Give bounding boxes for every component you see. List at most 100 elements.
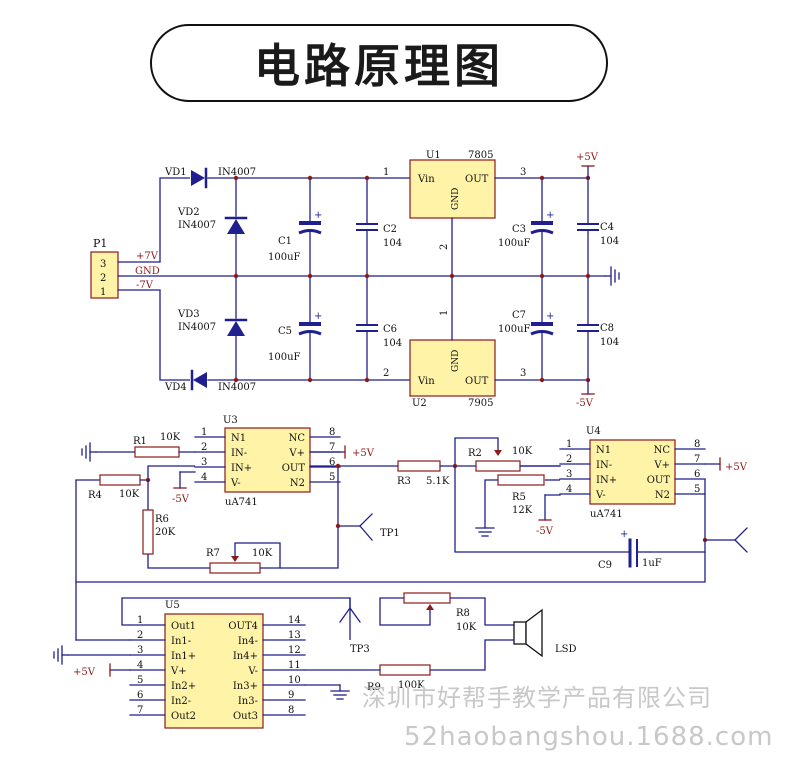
quad-u5-pin-6: 6 (137, 690, 143, 701)
cap-c5-plate-pos (299, 322, 321, 326)
opamp-u4-pin-3: 3 (566, 469, 572, 480)
junction-dot (335, 463, 341, 469)
resistor-r1 (134, 446, 180, 458)
cap-c1-plate-pos (299, 221, 321, 225)
regulator-u2-pin2: 2 (383, 368, 389, 379)
regulator-u2-vin: Vin (417, 376, 435, 387)
cap-c5-ref: C5 (278, 326, 292, 337)
diode-vd1-ref: VD1 (164, 167, 187, 178)
cap-c9-plus: + (620, 529, 628, 540)
opamp-u3-pin-8: 8 (329, 427, 335, 438)
wire-top-left (159, 177, 190, 262)
u4-supply-neg: -5V (536, 526, 554, 537)
resistor-r3-ref: R3 (397, 476, 411, 487)
tp2-leg2 (734, 539, 748, 553)
regulator-u1-pin2: 2 (439, 244, 450, 250)
resistor-r3 (397, 460, 441, 472)
quad-u5-pin-1: 1 (137, 615, 143, 626)
wire-r7-wiper (234, 542, 281, 569)
opamp-u3-part: uA741 (225, 497, 258, 508)
net-minus7: -7V (136, 280, 154, 291)
quad-u5-pin-13: 13 (288, 630, 301, 641)
cap-c1-ref: C1 (278, 236, 292, 247)
diode-vd1-body (191, 170, 205, 186)
quad-u5-pinname-11: V- (247, 666, 258, 677)
quad-u5-pinname-13: In4- (238, 636, 258, 647)
speaker-body (513, 621, 527, 645)
title-box: 电路原理图 (150, 24, 608, 102)
opamp-u4-ref: U4 (586, 426, 601, 437)
junction-dot (585, 273, 591, 279)
regulator-u1-pin1: 1 (383, 167, 389, 178)
quad-u5-pin-9: 9 (288, 690, 294, 701)
resistor-r5-value: 12K (512, 505, 533, 516)
opamp-u4 (589, 439, 676, 505)
quad-opamp-u5 (164, 613, 264, 729)
u3-supply-pos: +5V (352, 448, 375, 459)
cap-c5-plate-neg (298, 330, 322, 336)
resistor-r2-ref: R2 (468, 448, 482, 459)
resistor-r6-ref: R6 (155, 514, 169, 525)
wire-r8-speaker (450, 597, 514, 626)
speaker-cone (525, 608, 543, 658)
junction-dot (364, 273, 370, 279)
opamp-u4-pin-1: 1 (566, 439, 572, 450)
resistor-r8-ref: R8 (456, 608, 470, 619)
regulator-u1-vin: Vin (417, 174, 435, 185)
opamp-u3-pinname-4: V- (230, 478, 241, 489)
connector-p1-pin-2: 2 (100, 273, 106, 284)
quad-u5-pinname-12: In4+ (233, 651, 258, 662)
cap-c4-ref: C4 (600, 222, 614, 233)
net-plus7: +7V (136, 251, 159, 262)
opamp-u3-pinname-1: N1 (231, 433, 246, 444)
cap-c1-value: 100uF (268, 252, 301, 263)
resistor-r6 (142, 509, 154, 555)
cap-c1-plate-neg (298, 229, 322, 235)
junction-dot (307, 273, 313, 279)
resistor-r2 (475, 460, 521, 472)
opamp-u4-pinname-2: IN- (596, 460, 612, 471)
quad-u5-pin-8: 8 (288, 705, 294, 716)
opamp-u4-pin-5: 5 (694, 484, 700, 495)
diode-vd2-body (227, 219, 245, 234)
resistor-r8-wiper-arrow (426, 604, 434, 610)
quad-u5-pin-2: 2 (137, 630, 143, 641)
resistor-r3-value: 5.1K (426, 476, 450, 487)
junction-dot (364, 377, 370, 383)
cap-c6-ref: C6 (383, 324, 397, 335)
cap-c4-value: 104 (600, 236, 619, 247)
diode-vd4-body (193, 372, 207, 388)
tp1-leg2 (359, 525, 373, 541)
opamp-u3-pinname-3: IN+ (231, 463, 252, 474)
resistor-r7-value: 10K (252, 548, 273, 559)
tp1-leg1 (359, 513, 373, 527)
wire-speaker-bottom (430, 639, 514, 671)
opamp-u3-pin-1: 1 (201, 427, 207, 438)
resistor-r9-value: 100K (398, 680, 425, 691)
quad-u5-pin-11: 11 (288, 660, 301, 671)
diode-vd3-body (227, 321, 245, 336)
resistor-r2-wiper-arrow (494, 450, 502, 456)
quad-u5-pin-7: 7 (137, 705, 143, 716)
wire-r5-gnd (484, 479, 498, 522)
resistor-r2-value: 10K (512, 446, 533, 457)
net-gnd: GND (135, 266, 160, 277)
cap-c2-ref: C2 (383, 224, 397, 235)
quad-opamp-u5-ref: U5 (165, 600, 180, 611)
quad-u5-pinname-5: In2+ (171, 681, 196, 692)
quad-u5-pin-10: 10 (288, 675, 301, 686)
resistor-r1-ref: R1 (133, 436, 147, 447)
cap-c7-plus: + (546, 311, 554, 322)
wire-r2-wiper (454, 437, 499, 466)
diode-vd3-ref: VD3 (177, 309, 200, 320)
connector-p1-pin-1: 1 (100, 287, 106, 298)
opamp-u4-pinname-6: OUT (647, 475, 671, 486)
opamp-u4-pin-6: 6 (694, 469, 700, 480)
resistor-r4-value: 10K (119, 489, 140, 500)
quad-u5-pinname-3: In1+ (171, 651, 196, 662)
quad-u5-pinname-8: Out3 (233, 711, 258, 722)
junction-dot (307, 175, 313, 181)
rail-minus5: -5V (576, 398, 594, 409)
quad-u5-pin-14: 14 (288, 615, 301, 626)
